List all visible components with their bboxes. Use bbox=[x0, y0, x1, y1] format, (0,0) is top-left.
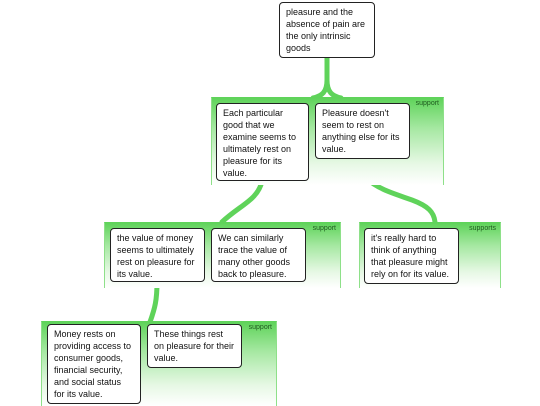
reason-text: Money rests on providing access to consu… bbox=[54, 329, 132, 399]
support-label: support bbox=[415, 100, 439, 107]
support-label: support bbox=[312, 225, 336, 232]
reason-node-value-of-money[interactable]: the value of money seems to ultimately r… bbox=[110, 228, 205, 282]
supports-label: supports bbox=[469, 225, 496, 232]
reason-text: These things rest on pleasure for their … bbox=[154, 329, 235, 363]
reason-text: Each particular good that we examine see… bbox=[223, 108, 297, 178]
reason-node-hard-to-think[interactable]: it's really hard to think of anything th… bbox=[364, 228, 459, 284]
reason-text: We can similarly trace the value of many… bbox=[218, 233, 291, 279]
reason-node-pleasure-not-rest[interactable]: Pleasure doesn't seem to rest on anythin… bbox=[315, 103, 410, 159]
reason-text: the value of money seems to ultimately r… bbox=[117, 233, 195, 279]
reason-node-things-rest[interactable]: These things rest on pleasure for their … bbox=[147, 324, 242, 368]
root-claim-node[interactable]: pleasure and the absence of pain are the… bbox=[279, 2, 375, 58]
connector-root-level1-b bbox=[324, 77, 344, 101]
reason-node-trace-other-goods[interactable]: We can similarly trace the value of many… bbox=[211, 228, 306, 282]
reason-text: it's really hard to think of anything th… bbox=[371, 233, 450, 279]
connector-root-level1 bbox=[310, 55, 330, 101]
reason-node-each-particular-good[interactable]: Each particular good that we examine see… bbox=[216, 103, 309, 181]
reason-text: Pleasure doesn't seem to rest on anythin… bbox=[322, 108, 400, 154]
connector-node1-level2left bbox=[219, 178, 265, 225]
connector-node3-level3 bbox=[147, 279, 160, 325]
root-claim-text: pleasure and the absence of pain are the… bbox=[286, 7, 366, 53]
reason-node-money-access[interactable]: Money rests on providing access to consu… bbox=[47, 324, 141, 404]
support-label: support bbox=[248, 324, 272, 331]
